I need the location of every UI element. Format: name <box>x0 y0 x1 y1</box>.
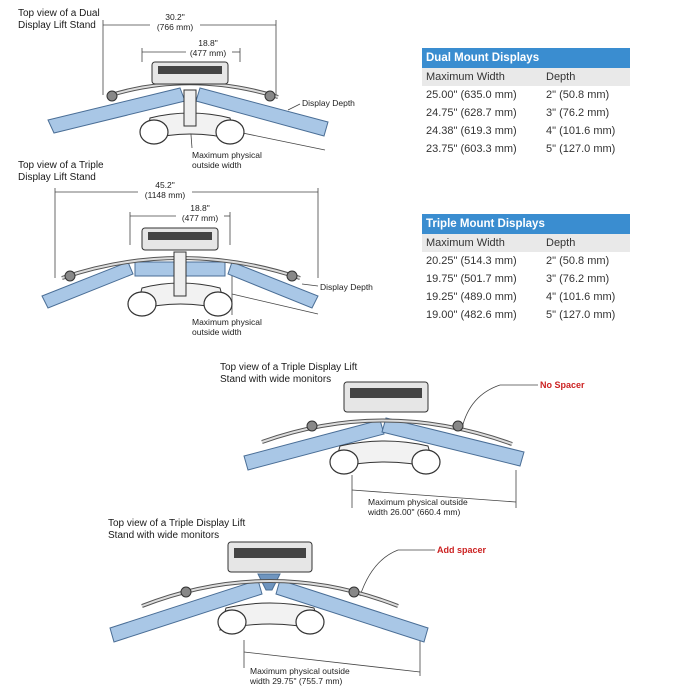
dual-col-depth: Depth <box>542 68 630 86</box>
wide-add-spacer-caption: Top view of a Triple Display Lift Stand … <box>108 518 246 541</box>
triple-mount-table: Triple Mount Displays Maximum Width Dept… <box>422 214 630 324</box>
triple-display-depth-label: Display Depth <box>320 282 373 292</box>
dual-mount-table: Dual Mount Displays Maximum Width Depth … <box>422 48 630 158</box>
dual-overall-width: 30.2" (766 mm) <box>156 12 194 32</box>
triple-col-max-width: Maximum Width <box>422 234 542 252</box>
table-row: 19.75" (501.7 mm) 3" (76.2 mm) <box>422 270 630 288</box>
table-row: 19.00" (482.6 mm) 5" (127.0 mm) <box>422 306 630 324</box>
table-cell: 5" (127.0 mm) <box>546 143 616 155</box>
table-cell: 24.38" (619.3 mm) <box>426 125 517 137</box>
table-cell: 4" (101.6 mm) <box>546 125 616 137</box>
table-cell: 24.75" (628.7 mm) <box>426 107 517 119</box>
table-cell: 19.75" (501.7 mm) <box>426 273 517 285</box>
dual-col-max-width: Maximum Width <box>422 68 542 86</box>
table-cell: 23.75" (603.3 mm) <box>426 143 517 155</box>
table-cell: 5" (127.0 mm) <box>546 309 616 321</box>
dual-table-title: Dual Mount Displays <box>422 48 630 68</box>
table-cell: 3" (76.2 mm) <box>546 107 610 119</box>
table-row: 24.75" (628.7 mm) 3" (76.2 mm) <box>422 104 630 122</box>
table-row: 24.38" (619.3 mm) 4" (101.6 mm) <box>422 122 630 140</box>
triple-overall-width: 45.2" (1148 mm) <box>144 180 186 200</box>
wide-no-spacer-caption: Top view of a Triple Display Lift Stand … <box>220 362 358 385</box>
table-cell: 25.00" (635.0 mm) <box>426 89 517 101</box>
table-cell: 2" (50.8 mm) <box>546 89 610 101</box>
table-row: 19.25" (489.0 mm) 4" (101.6 mm) <box>422 288 630 306</box>
table-cell: 3" (76.2 mm) <box>546 273 610 285</box>
table-row: 20.25" (514.3 mm) 2" (50.8 mm) <box>422 252 630 270</box>
no-spacer-callout: No Spacer <box>540 380 585 390</box>
triple-inner-width: 18.8" (477 mm) <box>181 203 219 223</box>
wide-no-spacer-max-width-label: Maximum physical outside width 26.00" (6… <box>368 497 468 517</box>
triple-table-title: Triple Mount Displays <box>422 214 630 234</box>
table-cell: 2" (50.8 mm) <box>546 255 610 267</box>
dual-display-depth-label: Display Depth <box>302 98 355 108</box>
dual-caption: Top view of a Dual Display Lift Stand <box>18 8 100 31</box>
dual-max-width-label: Maximum physical outside width <box>192 150 262 170</box>
wide-add-spacer-max-width-label: Maximum physical outside width 29.75" (7… <box>250 666 350 686</box>
table-row: 25.00" (635.0 mm) 2" (50.8 mm) <box>422 86 630 104</box>
triple-caption: Top view of a Triple Display Lift Stand <box>18 160 104 183</box>
dual-inner-width: 18.8" (477 mm) <box>189 38 227 58</box>
table-cell: 19.25" (489.0 mm) <box>426 291 517 303</box>
table-cell: 20.25" (514.3 mm) <box>426 255 517 267</box>
table-row: 23.75" (603.3 mm) 5" (127.0 mm) <box>422 140 630 158</box>
table-cell: 4" (101.6 mm) <box>546 291 616 303</box>
add-spacer-callout: Add spacer <box>437 545 487 555</box>
table-cell: 19.00" (482.6 mm) <box>426 309 517 321</box>
triple-col-depth: Depth <box>542 234 630 252</box>
triple-max-width-label: Maximum physical outside width <box>192 317 262 337</box>
